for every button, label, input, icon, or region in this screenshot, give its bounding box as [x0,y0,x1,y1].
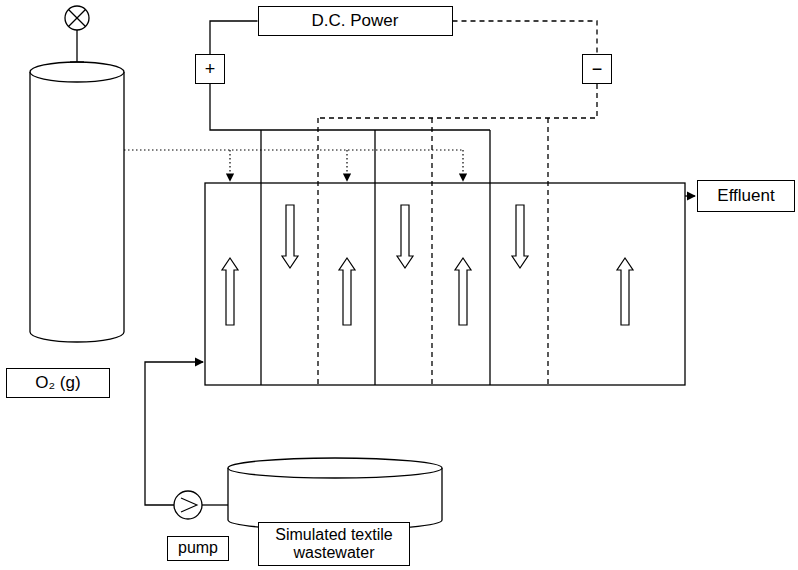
reactor-tank [205,183,685,385]
node-label: Effluent [717,186,774,206]
anode-plate [374,130,375,385]
valve-wheel [65,6,89,30]
cathode-plate [317,118,318,385]
cathode-plate [547,118,548,385]
outlet-box: Effluent [697,180,795,212]
oxygen-cylinder [30,6,124,342]
anode-plate [260,130,261,385]
oxygen-supply-lines [124,150,463,181]
flow-arrows [222,205,633,325]
wastewater-tank [228,458,442,530]
flow-down-arrow [397,205,413,268]
pump-symbol [174,491,202,519]
power-lead [210,21,258,54]
anode-plate [489,130,490,385]
flow-down-arrow [282,205,298,268]
cathode-wiring [318,84,597,385]
valve-cross [69,10,86,27]
suction-pipe [202,504,228,505]
tank-top [228,458,442,478]
oxygen-drop [229,150,230,181]
flow-up-arrow [617,258,633,325]
node-label: − [592,59,603,80]
valve-cross [69,10,86,27]
gas-label-box: O₂ (g) [6,368,110,398]
node-label: O₂ (g) [35,373,80,393]
inflow-pipe [145,362,203,505]
terminal-box: + [195,54,225,84]
node-label: D.C. Power [312,11,399,31]
flow-up-arrow [339,258,355,325]
pump-label-box: pump [167,536,229,561]
effluent-outlet [685,195,695,196]
power-lead [453,21,598,54]
oxygen-line [124,149,463,150]
power-supply-box: D.C. Power [258,6,453,36]
node-label: + [205,59,216,80]
anode-bus [210,84,490,130]
oxygen-drop [346,150,347,181]
terminal-box: − [582,54,612,84]
oxygen-drop [462,150,463,181]
flow-up-arrow [222,258,238,325]
cathode-plate [431,118,432,385]
cathode-bus [318,84,597,118]
valve-base [70,61,84,62]
node-label: pump [178,539,218,557]
pump-impeller [181,498,197,512]
cylinder-top [30,62,124,82]
valve-stem [76,30,77,62]
cylinder-body [30,72,124,342]
node-label: Simulated textile wastewater [259,526,409,563]
anode-wiring [210,84,490,385]
tank-label-box: Simulated textile wastewater [258,522,410,566]
flow-down-arrow [512,205,528,268]
flow-up-arrow [455,258,471,325]
